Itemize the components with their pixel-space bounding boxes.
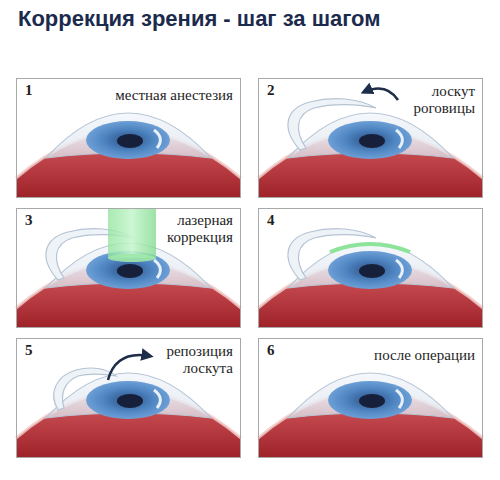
callout-number: 4 bbox=[267, 212, 275, 229]
step-panel: 3 лазерная коррекция bbox=[16, 208, 241, 328]
step-label: после операции bbox=[374, 347, 475, 364]
eye-step-3 bbox=[16, 208, 241, 328]
step-label: лоскут роговицы bbox=[397, 83, 475, 117]
callout-number: 2 bbox=[267, 82, 275, 99]
eye-step-4 bbox=[258, 229, 483, 328]
eye-step-6 bbox=[258, 373, 483, 458]
callout-number: 5 bbox=[25, 342, 33, 359]
diagram-title: Коррекция зрения - шаг за шагом bbox=[18, 6, 381, 32]
step-label: лазерная коррекция bbox=[153, 212, 233, 246]
callout-number: 1 bbox=[25, 82, 33, 99]
step-label: местная анестезия bbox=[115, 87, 233, 104]
callout-number: 3 bbox=[25, 212, 33, 229]
step-panel: 5 репозиция лоскута bbox=[16, 338, 241, 458]
step-panel: 2 лоскут роговицы bbox=[258, 78, 483, 198]
callout-number: 6 bbox=[267, 342, 275, 359]
step-panel: 4 bbox=[258, 208, 483, 328]
step-panel: 1 местная анестезия bbox=[16, 78, 241, 198]
step-panel: 6 после операции bbox=[258, 338, 483, 458]
step-label: репозиция лоскута bbox=[145, 343, 233, 377]
eye-step-1 bbox=[16, 113, 241, 198]
